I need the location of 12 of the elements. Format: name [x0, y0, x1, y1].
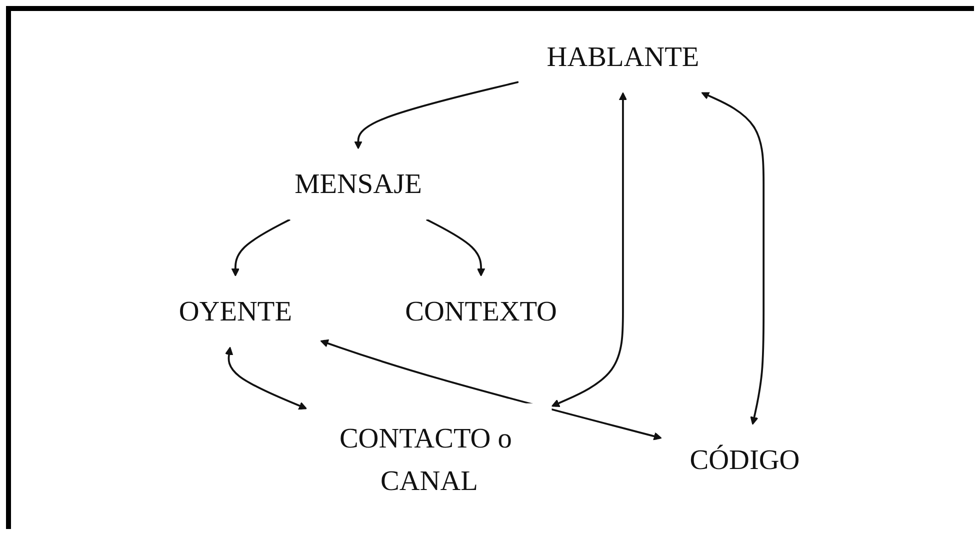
node-text: CONTEXTO — [404, 296, 557, 327]
arrow — [426, 218, 485, 276]
arrow — [700, 92, 764, 425]
arrow — [354, 81, 518, 150]
arrow — [320, 339, 662, 440]
node-text: OYENTE — [178, 296, 292, 327]
node-text: MENSAJE — [294, 168, 422, 200]
arrow — [230, 218, 290, 276]
arrow — [551, 92, 627, 408]
node-text: HABLANTE — [546, 41, 699, 72]
node-text: CÓDIGO — [689, 444, 800, 476]
arrow — [224, 346, 307, 410]
